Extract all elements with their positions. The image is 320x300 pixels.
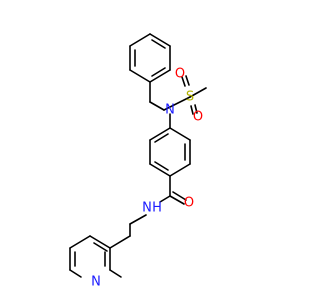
methanesulfonyl-group: [163, 75, 207, 115]
benzene-ring: [149, 127, 191, 177]
atom-n-pyridine: N: [91, 275, 101, 290]
amide-group: [129, 175, 187, 225]
atom-o-upper: O: [175, 67, 185, 82]
atom-n-amide: N: [142, 201, 152, 216]
atom-s: S: [186, 90, 194, 105]
molecule-structure: N S O O O N H N: [69, 33, 207, 290]
pyridine-ring: [69, 223, 131, 278]
atom-h-amide: H: [152, 201, 162, 216]
atom-o-amide: O: [184, 196, 194, 211]
benzyl-ch2: [149, 81, 165, 111]
atom-n-sulfonamide: N: [165, 103, 175, 118]
atom-o-lower: O: [193, 110, 203, 125]
phenyl-ring: [129, 33, 171, 83]
